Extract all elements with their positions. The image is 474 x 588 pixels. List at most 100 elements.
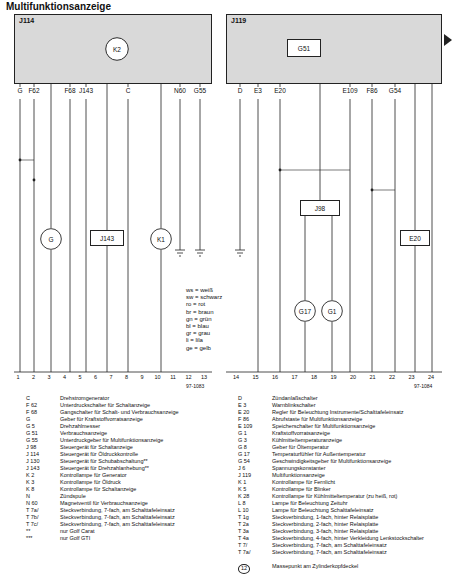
wire-connector [332,216,333,300]
legend-code: G 51 [26,431,38,437]
pin-label: E20 [274,88,286,95]
legend-code: G 5 [26,424,35,430]
legend-code: 12 [238,564,250,574]
legend-text: Geber für Öltemperatur [272,445,329,451]
color-key: gr = grau [186,330,210,336]
legend-code: E 20 [238,410,249,416]
terminal-number: 12 [185,375,191,381]
component-circle: K1 [150,228,172,250]
component-box: J143 [90,230,124,246]
legend-code: G 17 [238,452,250,458]
legend-text: Steuergerät für Drehzahlanhebung** [60,466,149,472]
component-label: G1 [328,308,337,315]
legend-text: Steuergerät für Schaltanzeige [60,445,133,451]
color-key: gn = grün [186,316,212,322]
legend-code: J 130 [26,459,39,465]
legend-text: Drehstromgenerator [60,396,109,402]
component-label: K2 [113,46,121,53]
reference-number: 97-1084 [414,384,432,389]
reference-number: 97-1083 [186,384,204,389]
component-label: E20 [409,235,421,242]
pin-label: N60 [174,88,186,95]
legend-code: E 109 [238,424,252,430]
color-key: ge = gelb [186,345,211,351]
pin-label: J143 [79,88,93,95]
component-label: G [48,236,53,243]
legend-text: Steuergerät für Schubabschaltung** [60,459,148,465]
legend-code: L 8 [238,501,245,507]
terminal-number: 19 [330,375,336,381]
legend-text: Steckverbindung, 7-fach, am Schalttafele… [60,515,175,521]
legend-text: Kontrollampe für Öldruck [60,480,121,486]
legend-code: G 8 [238,445,247,451]
legend-code: K 8 [26,487,34,493]
legend-code: F 86 [238,417,249,423]
legend-code: K 5 [238,487,246,493]
terminal-number: 17 [291,375,297,381]
legend-text: Geschwindigkeitsgeber für Multifunktions… [272,459,391,465]
terminal-number: 4 [63,375,66,381]
terminal-number: 16 [272,375,278,381]
component-label: J119 [231,17,246,24]
legend-code: G 1 [238,431,247,437]
component-circle: G [40,228,62,250]
legend-text: Kraftstoffvorratsanzeige [272,431,330,437]
legend-text: Lampe für Beleuchtung Schalttafeleinsatz [272,508,374,514]
legend-code: T 1g [238,515,249,521]
legend-code: J 98 [26,445,36,451]
legend-code: K 28 [238,494,249,500]
terminal-number: 1 [16,375,19,381]
pin-label: G54 [389,88,401,95]
legend-code: E 3 [238,403,246,409]
color-key: br = braun [186,309,214,315]
pin-label: E109 [342,88,357,95]
terminal-number: 21 [369,375,375,381]
legend-code: J 143 [26,466,39,472]
component-label: K1 [157,236,165,243]
legend-code: K 2 [26,473,34,479]
legend-text: Warnblinkschalter [272,403,316,409]
color-key: sw = schwarz [186,294,222,300]
instrument-panel: G51J119 [226,14,442,84]
title: Multifunktionsanzeige [6,1,111,12]
terminal-number: 7 [109,375,112,381]
legend-code: N 60 [26,501,38,507]
legend-text: Geber für Kraftstoffvorratsanzeige [60,417,143,423]
legend-code: J 119 [238,473,251,479]
pin-label: F86 [366,88,377,95]
legend-code: *** [26,536,32,542]
legend-text: Steckverbindung, 7-fach, am Schalttafele… [272,550,387,556]
legend-text: Temperaturfühler für Außentemperatur [272,452,366,458]
pin-label: G [17,88,22,95]
legend-code: T 4a [238,536,249,542]
legend-code: J 114 [26,452,39,458]
legend-code: C [26,396,30,402]
legend-text: Steckverbindung, 7-fach, am Schalttafele… [272,543,387,549]
pin-label: C [126,88,131,95]
wire-connector [51,84,52,228]
color-key: li = lila [186,337,203,343]
legend-text: Lampe für Beleuchtung Zeituhr [272,501,348,507]
terminal-number: 3 [47,375,50,381]
legend-code: T 2a [238,522,249,528]
pin-label: F62 [28,88,39,95]
legend-text: Zündanlaßschalter [272,396,318,402]
legend-text: Gangschalter für Schalt- und Verbrauchsa… [60,410,179,416]
instrument-panel: K2J114 [14,14,212,84]
legend-code: T 7b/ [26,515,38,521]
legend-text: Drehzahlmesser [60,424,100,430]
terminal-number: 10 [154,375,160,381]
legend-code: G 54 [238,459,250,465]
legend-text: Speicherschalter für Multifunktionsanzei… [272,424,375,430]
legend-text: Steckverbindung, 2-fach, hinter Relaispl… [272,522,378,528]
legend-text: nur Golf Carat [60,529,95,535]
color-key: ro = rot [186,301,205,307]
legend-code: G 55 [26,438,38,444]
color-key: ws = weiß [186,287,213,293]
pin-label: E3 [254,88,262,95]
component-circle: G17 [294,300,316,322]
terminal-number: 9 [140,375,143,381]
legend-text: Zündspule [60,494,86,500]
component-label: J143 [100,235,114,242]
terminal-number: 11 [170,375,176,381]
